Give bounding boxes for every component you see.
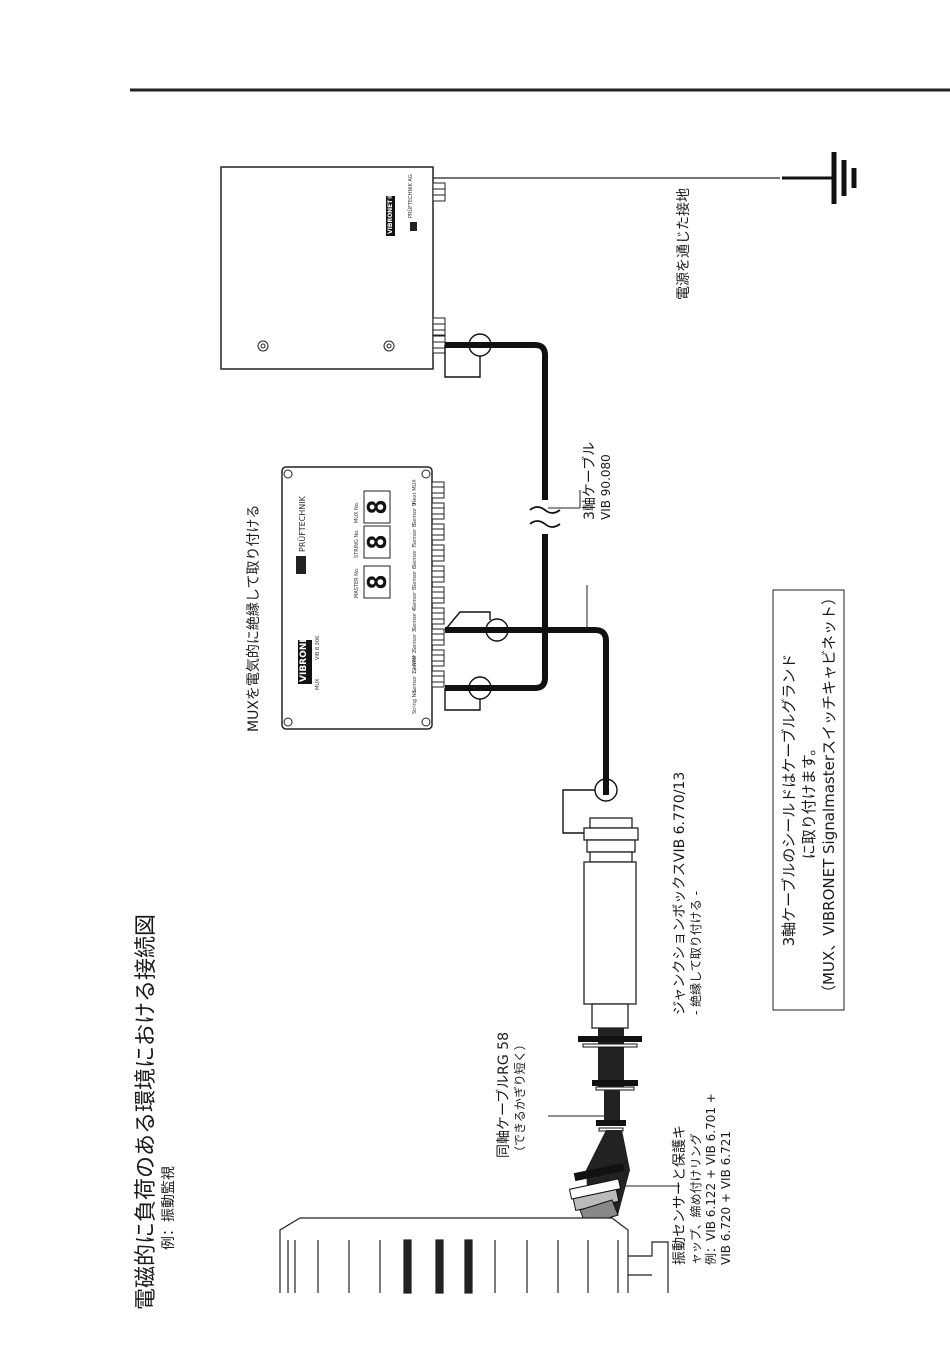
coax-cable [578, 1028, 642, 1132]
mux-port-label: Sensor 4 [412, 608, 418, 630]
shield-clamp-junction [562, 778, 618, 834]
mux-port-gland [431, 565, 445, 583]
mux-port-column [431, 481, 445, 688]
mux-port-label: Next MUX [412, 479, 418, 504]
mux-screw-icon [283, 469, 293, 479]
mux-port-gland [431, 544, 445, 562]
mux-port-label: Sensor 9 [412, 503, 418, 525]
shield-clamp-mux-2 [444, 611, 509, 642]
mux-port-gland [431, 523, 445, 541]
triax-cable-code: VIB 90.080 [599, 454, 613, 520]
mux-port-label: Sensor 7 [412, 545, 418, 567]
mux-port-label: Sensor 6 [412, 566, 418, 588]
coax-cable-note: （できるかぎり短く） [513, 1038, 527, 1158]
ground-label: 電源を通じた接地 [676, 188, 692, 300]
prueftechnik-logo-icon [296, 556, 306, 574]
shield-clamp-mux-1 [444, 676, 492, 711]
junction-box-name: ジャンクションボックスVIB 6.770/13 [672, 771, 688, 1015]
mux-display: 8 [363, 490, 393, 524]
coax-cable-label: 同軸ケーブルRG 58 （できるかぎり短く） [496, 1032, 528, 1158]
sensor-label-line3: 例：VIB 6.122 + VIB 6.701 + [704, 1093, 718, 1265]
mux-screw-icon [421, 469, 431, 479]
svg-text:8: 8 [363, 499, 393, 515]
sensor-label: 振動センサーと保護キ ャップ、締め付けリング 例：VIB 6.122 + VIB… [672, 1093, 734, 1265]
note-line3: （MUX、VIBRONET Signalmasterスイッチキャビネット） [820, 589, 838, 1000]
page-title: 電磁的に負荷のある環境における接続図 [134, 913, 159, 1310]
master-display-label: MASTER No. [354, 567, 360, 599]
mux-port-gland [431, 502, 445, 520]
cable-break-icon [529, 506, 561, 528]
note-box [772, 589, 845, 1011]
cabinet-maker: PRÜFTECHNIK AG [408, 174, 414, 218]
triax-cable-name: 3軸ケーブル [582, 441, 598, 520]
mux-port-label: Sensor 8 [412, 524, 418, 546]
cabinet-brand: VIBRONET® [387, 193, 394, 234]
machine [279, 1217, 669, 1294]
mux-screw-icon [421, 717, 431, 727]
mux-unit: 8 8 8 [281, 466, 445, 730]
sensor-label-line4: VIB 6.720 + VIB 6.721 [719, 1131, 733, 1265]
mux-port-gland [431, 628, 445, 646]
sensor-label-line2: ャップ、締め付けリング [689, 1133, 703, 1265]
mux-mount-label: MUXを電気的に絶縁して取り付ける [246, 504, 262, 733]
mux-port-gland [431, 670, 445, 688]
page-subtitle: 例：振動監視 [161, 1166, 177, 1250]
svg-text:8: 8 [363, 574, 393, 590]
note-box-text: 3軸ケーブルのシールドはケーブルグランド に取り付けます。 （MUX、VIBRO… [779, 589, 839, 1000]
junction-box-label: ジャンクションボックスVIB 6.770/13 - 絶縁して取り付ける - [672, 772, 704, 1015]
shield-clamp-cabinet [444, 333, 492, 378]
mux-port-gland [431, 586, 445, 604]
vibration-sensor [568, 1130, 630, 1226]
mux-screw-icon [283, 717, 293, 727]
mux-brand: VIBRONET® [299, 621, 309, 682]
switch-cabinet [220, 166, 446, 370]
cabinet-gland-top [432, 182, 446, 202]
cabinet-logo-icon [386, 196, 395, 236]
string-display: 8 [363, 525, 393, 559]
junction-box [583, 817, 639, 1029]
cabinet-screw-icon [257, 340, 269, 352]
mux-model: VIB 8.306 [315, 635, 321, 660]
mux-port-gland [431, 481, 445, 499]
cabinet-screw-icon [383, 340, 395, 352]
junction-box-note: - 絶縁して取り付ける - [689, 891, 703, 1015]
mux-port-label: Sensor 3 [412, 629, 418, 651]
mux-type: MUX [315, 678, 321, 690]
master-display: 8 [363, 565, 393, 599]
ground-icon [782, 152, 857, 204]
svg-text:8: 8 [363, 534, 393, 550]
cabinet-gland-2 [432, 335, 446, 354]
mux-port-gland [431, 649, 445, 667]
triax-cable-label: 3軸ケーブル VIB 90.080 [582, 442, 614, 520]
mux-port-label: Sensor 5 [412, 587, 418, 609]
mux-logo-icon [298, 640, 312, 684]
note-line2: に取り付けます。 [800, 740, 818, 860]
cabinet-gland-1 [432, 317, 446, 336]
mux-port-label: Sensor 2 [412, 650, 418, 672]
sensor-label-line1: 振動センサーと保護キ [672, 1125, 688, 1265]
mux-maker: PRÜFTECHNIK [298, 496, 307, 552]
coax-cable-name: 同軸ケーブルRG 58 [496, 1031, 512, 1158]
note-line1: 3軸ケーブルのシールドはケーブルグランド [780, 653, 798, 947]
mux-port-gland [431, 607, 445, 625]
junction-cable [445, 627, 609, 795]
string-display-label: STRING No. [354, 529, 360, 558]
mux-display-label: MUX No. [354, 501, 360, 523]
